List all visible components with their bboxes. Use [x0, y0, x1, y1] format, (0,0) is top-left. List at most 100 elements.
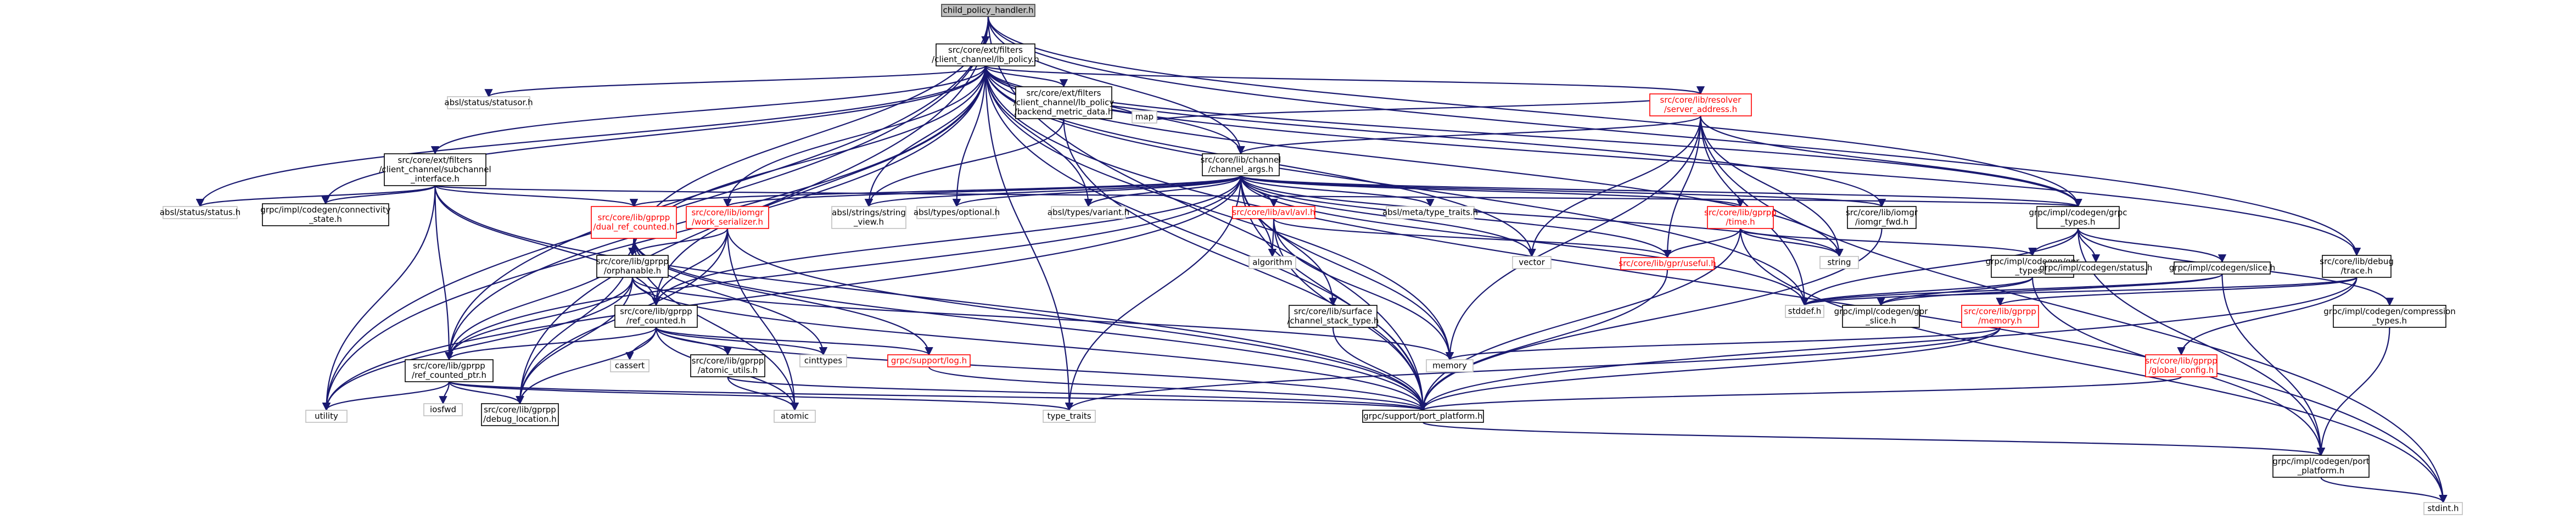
node-backend-metric[interactable]: src/core/ext/filters/client_channel/lb_p…	[1013, 86, 1115, 119]
node-ref-counted[interactable]: src/core/lib/gprpp/ref_counted.h	[614, 305, 698, 328]
node-label: /ref_counted_ptr.h	[412, 370, 486, 381]
edge-channel_args-to-grpc_types	[1240, 175, 2082, 208]
node-label: _types.h	[2372, 316, 2407, 326]
node-box	[1015, 86, 1112, 119]
node-debug-location[interactable]: src/core/lib/gprpp/debug_location.h	[481, 403, 559, 426]
node-time[interactable]: src/core/lib/gprpp/time.h	[1704, 206, 1777, 229]
edge-dual_ref_counted-to-support_log	[633, 238, 933, 356]
node-label: /channel_args.h	[1208, 164, 1274, 175]
node-connectivity-state[interactable]: grpc/impl/codegen/connectivity_state.h	[260, 203, 391, 226]
node-box	[1819, 256, 1859, 269]
node-type-traits: type_traits	[1043, 410, 1096, 423]
edge-lb_policy-to-type_traits	[984, 65, 1074, 411]
node-label: string	[1827, 258, 1851, 267]
node-label: map	[1135, 112, 1153, 122]
edge-channel_args-to-utility	[322, 175, 1242, 411]
node-support-log[interactable]: grpc/support/log.h	[887, 354, 971, 367]
node-label: absl/meta/type_traits.h	[1382, 208, 1478, 218]
edge-root-to-debug_trace	[987, 16, 2361, 256]
node-atomic-utils[interactable]: src/core/lib/gprpp/atomic_utils.h	[690, 354, 765, 377]
node-label: grpc/support/log.h	[891, 356, 967, 366]
node-label: src/core/lib/debug	[2320, 256, 2394, 266]
node-label: src/core/lib/gpr/useful.h	[1619, 259, 1716, 269]
node-map: map	[1132, 110, 1157, 124]
node-work-serializer[interactable]: src/core/lib/iomgr/work_serializer.h	[686, 206, 769, 229]
edge-codegen_slice-to-stddef	[1800, 273, 2223, 306]
edge-debug_trace-to-gprpp_memory	[1996, 276, 2357, 306]
node-server-address[interactable]: src/core/lib/resolver/server_address.h	[1649, 93, 1752, 116]
node-codegen-port-platform[interactable]: grpc/impl/codegen/port_platform.h	[2272, 455, 2370, 478]
node-label: src/core/ext/filters	[948, 45, 1023, 55]
node-label: _slice.h	[1865, 316, 1896, 326]
edge-compression_types-to-codegen_port_platform	[2316, 327, 2390, 456]
node-label: /server_address.h	[1664, 104, 1737, 115]
edge-work_serializer-to-atomic	[726, 228, 799, 411]
edge-channel_args-to-iomgr_fwd	[1240, 175, 1886, 208]
node-box	[941, 4, 1035, 17]
edge-subchannel_interface-to-grpc_types	[434, 185, 2081, 208]
node-box	[690, 354, 765, 377]
node-label: /global_config.h	[2149, 365, 2214, 376]
node-ref-counted-ptr[interactable]: src/core/lib/gprpp/ref_counted_ptr.h	[405, 359, 494, 382]
node-grpc-types[interactable]: grpc/impl/codegen/grpc_types.h	[2029, 206, 2127, 229]
node-compression-types[interactable]: grpc/impl/codegen/compression_types.h	[2323, 305, 2456, 328]
node-box	[163, 206, 238, 219]
node-box	[2272, 455, 2370, 478]
node-global-config[interactable]: src/core/lib/gprpp/global_config.h	[2145, 354, 2217, 377]
node-label: _types.h	[2060, 217, 2095, 227]
edge-codegen_port_platform-to-stdint	[2320, 477, 2448, 504]
node-label: absl/types/variant.h	[1048, 208, 1129, 217]
node-port-platform[interactable]: grpc/support/port_platform.h	[1362, 410, 1484, 423]
edge-ref_counted_ptr-to-debug_location	[448, 381, 524, 405]
node-dual-ref-counted[interactable]: src/core/lib/gprpp/dual_ref_counted.h	[591, 206, 677, 239]
edge-lb_policy-to-server_address	[984, 65, 1705, 95]
edge-lb_policy-to-stdint	[984, 65, 2448, 504]
node-root[interactable]: child_policy_handler.h	[941, 4, 1035, 17]
edge-server_address-to-grpc_types	[1700, 115, 2082, 208]
edge-channel_args-to-string_view	[865, 175, 1242, 208]
node-label: src/core/lib/iomgr	[1846, 208, 1918, 217]
node-label: memory	[1432, 361, 1467, 371]
node-useful[interactable]: src/core/lib/gpr/useful.h	[1619, 257, 1716, 270]
node-orphanable[interactable]: src/core/lib/gprpp/orphanable.h	[596, 255, 669, 278]
node-debug-trace[interactable]: src/core/lib/debug/trace.h	[2320, 255, 2394, 278]
node-box	[686, 206, 769, 229]
node-absl-status-statusor: absl/status/statusor.h	[444, 96, 533, 109]
node-gprpp-memory[interactable]: src/core/lib/gprpp/memory.h	[1961, 305, 2039, 328]
node-channel-args[interactable]: src/core/lib/channel/channel_args.h	[1201, 153, 1281, 176]
node-codegen-status[interactable]: grpc/impl/codegen/status.h	[2040, 261, 2153, 275]
edge-orphanable-to-port_platform	[631, 277, 1427, 411]
node-label: iosfwd	[430, 405, 456, 415]
node-gpr-slice[interactable]: grpc/impl/codegen/gpr_slice.h	[1834, 305, 1929, 328]
node-absl-status: absl/status/status.h	[160, 206, 240, 219]
node-label: grpc/impl/codegen/port	[2272, 456, 2369, 466]
edge-debug_trace-to-global_config	[2177, 277, 2357, 356]
edge-ref_counted-to-cinttypes	[655, 327, 828, 356]
node-box	[405, 359, 494, 382]
node-label: utility	[315, 411, 338, 421]
node-box	[831, 206, 906, 229]
edge-ref_counted-to-cassert	[625, 327, 657, 361]
node-label: cassert	[615, 361, 645, 371]
node-label: /memory.h	[1978, 316, 2022, 326]
node-box	[936, 43, 1035, 66]
node-label: /orphanable.h	[604, 266, 662, 276]
node-label: cinttypes	[804, 356, 842, 366]
node-box	[2333, 305, 2446, 328]
node-lb-policy[interactable]: src/core/ext/filters/client_channel/lb_p…	[932, 43, 1039, 66]
edge-lb_policy-to-absl_status	[195, 65, 987, 208]
edge-atomic_utils-to-port_platform	[727, 376, 1427, 411]
edge-useful-to-port_platform	[1419, 269, 1668, 411]
node-vector: vector	[1512, 256, 1552, 269]
node-avl[interactable]: src/core/lib/avl/avl.h	[1232, 206, 1315, 219]
edge-time-to-stdint	[1739, 228, 2448, 504]
node-codegen-slice[interactable]: grpc/impl/codegen/slice.h	[2169, 261, 2275, 275]
node-box	[1132, 110, 1157, 124]
node-iomgr-fwd[interactable]: src/core/lib/iomgr/iomgr_fwd.h	[1846, 206, 1918, 229]
node-subchannel-interface[interactable]: src/core/ext/filters/client_channel/subc…	[379, 153, 491, 186]
node-label: /work_serializer.h	[692, 217, 763, 227]
node-box	[305, 410, 348, 423]
node-label: src/core/lib/resolver	[1660, 95, 1742, 105]
node-channel-stack-type[interactable]: src/core/lib/surface/channel_stack_type.…	[1287, 305, 1379, 328]
